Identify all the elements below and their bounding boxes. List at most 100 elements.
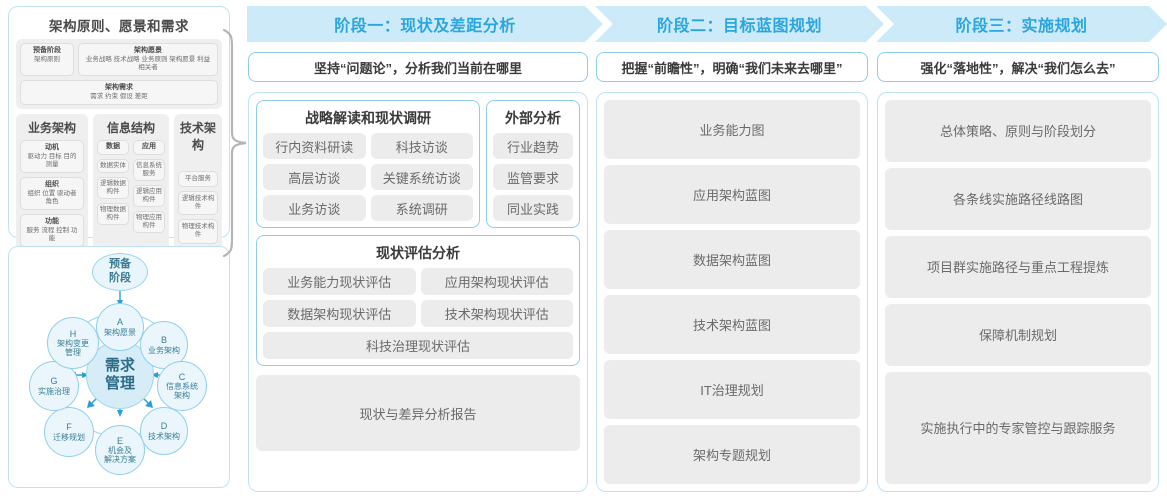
phase3-tile-4[interactable]: 保障机制规划 xyxy=(885,303,1151,366)
phase-subtitle-2: 把握“前瞻性”，明确“我们未来去哪里” xyxy=(596,52,868,82)
phase1-assessment-tile-3[interactable]: 数据架构现状评估 xyxy=(263,300,416,327)
phase1-assessment-title: 现状评估分析 xyxy=(376,245,460,261)
phase3-tile-1[interactable]: 总体策略、原则与阶段划分 xyxy=(885,100,1151,162)
togaf-requirements-section: 预备阶段 架构原则 架构愿景 业务战略 技术战略 业务原则 架构愿景 利益相关者… xyxy=(16,39,222,109)
phase1-assessment-tile-1[interactable]: 业务能力现状评估 xyxy=(263,268,416,295)
phase1-external-tile-1[interactable]: 行业趋势 xyxy=(493,133,573,159)
adm-node-d-label: 技术架构 xyxy=(148,431,180,441)
adm-node-e-letter: E xyxy=(116,435,123,446)
adm-node-g-label: 实施治理 xyxy=(38,386,70,396)
phase-subtitle-1: 坚持“问题论”，分析我们当前在哪里 xyxy=(248,52,588,82)
togaf-physical-tech: 物理技术构件 xyxy=(178,219,218,244)
togaf-vision-title: 架构愿景 xyxy=(134,47,162,54)
phase1-research-tile-5[interactable]: 业务访谈 xyxy=(263,195,366,221)
togaf-vision-items: 业务战略 技术战略 业务原则 架构愿景 利益相关者 xyxy=(85,55,211,71)
phase3-tile-5[interactable]: 实施执行中的专家管控与跟踪服务 xyxy=(885,371,1151,484)
adm-node-f[interactable]: F 迁移规划 xyxy=(44,407,94,457)
phase2-tile-1[interactable]: 业务能力图 xyxy=(604,100,860,159)
togaf-logical-tech: 逻辑技术构件 xyxy=(178,191,218,216)
togaf-business-architecture: 业务架构 动机 驱动力 目标 目的 测量 组织 组织 位置 驱动者 角色 功能 xyxy=(16,113,88,251)
phase1-report-tile[interactable]: 现状与差异分析报告 xyxy=(256,375,580,451)
phase-header-3[interactable]: 阶段三：实施规划 xyxy=(876,6,1167,42)
adm-node-center-line1: 需求 xyxy=(104,357,135,374)
togaf-motivation-cell: 动机 驱动力 目标 目的 测量 xyxy=(20,139,84,173)
togaf-arch-requirements-cell: 架构需求 需求 约束 假设 差距 xyxy=(20,80,218,105)
phase-subtitle-3: 强化“落地性”，解决“我们怎么去” xyxy=(877,52,1159,82)
phase1-research-title: 战略解读和现状调研 xyxy=(305,110,431,126)
togaf-physical-data: 物理数据构件 xyxy=(97,203,129,226)
adm-node-f-label: 迁移规划 xyxy=(53,432,85,442)
togaf-information-structure: 信息结构 数据 数据实体 逻辑数据构件 物理数据构件 应用 xyxy=(93,113,169,251)
phase-2-column: 业务能力图 应用架构蓝图 数据架构蓝图 技术架构蓝图 IT治理规划 架构专题规划 xyxy=(596,92,868,492)
phase1-research-panel: 战略解读和现状调研 行内资料研读 科技访谈 高层访谈 关键系统访谈 业务访谈 系… xyxy=(256,100,480,228)
adm-node-g[interactable]: G 实施治理 xyxy=(29,361,79,411)
phase1-external-tile-2[interactable]: 监管要求 xyxy=(493,164,573,190)
adm-node-g-letter: G xyxy=(50,376,58,387)
togaf-logical-app: 逻辑应用构件 xyxy=(133,184,165,208)
phase1-assessment-wide-tile[interactable]: 科技治理现状评估 xyxy=(263,332,573,359)
togaf-three-columns: 业务架构 动机 驱动力 目标 目的 测量 组织 组织 位置 驱动者 角色 功能 xyxy=(16,113,222,251)
phase-header-1[interactable]: 阶段一：现状及差距分析 xyxy=(247,6,603,42)
phase1-research-tile-4[interactable]: 关键系统访谈 xyxy=(370,164,473,190)
phase1-research-tile-3[interactable]: 高层访谈 xyxy=(263,164,366,190)
togaf-organization-items: 组织 位置 驱动者 角色 xyxy=(27,189,77,205)
togaf-technology-architecture: 技术架构 平台服务 逻辑技术构件 物理技术构件 xyxy=(174,113,222,251)
togaf-platform-service: 平台服务 xyxy=(178,170,218,187)
adm-node-h-label-2: 管理 xyxy=(65,348,81,358)
phase2-tile-3[interactable]: 数据架构蓝图 xyxy=(604,230,860,289)
adm-node-c[interactable]: C 信息系统 架构 xyxy=(157,361,207,411)
adm-node-b-letter: B xyxy=(160,335,167,346)
togaf-logical-data: 逻辑数据构件 xyxy=(97,176,129,199)
togaf-arch-requirements-title: 架构需求 xyxy=(105,84,133,91)
togaf-motivation-title: 动机 xyxy=(45,143,59,151)
togaf-technology-architecture-header: 技术架构 xyxy=(179,120,216,152)
adm-node-c-letter: C xyxy=(178,371,186,382)
adm-node-f-letter: F xyxy=(66,422,72,433)
togaf-data-entity: 数据实体 xyxy=(97,158,129,173)
phase3-tile-3[interactable]: 项目群实施路径与重点工程提炼 xyxy=(885,235,1151,298)
adm-node-h[interactable]: H 架构变更 管理 xyxy=(47,317,99,369)
adm-cycle-diagram: 预备 阶段 需求 管理 A 架构愿景 B 业务架构 C 信息系统 xyxy=(9,247,229,487)
adm-node-e-label-1: 机会及 xyxy=(108,445,132,455)
adm-node-center[interactable]: 需求 管理 xyxy=(86,341,154,409)
phase1-assessment-tile-4[interactable]: 技术架构现状评估 xyxy=(420,300,573,327)
phase1-external-tile-3[interactable]: 同业实践 xyxy=(493,195,573,221)
adm-node-d-letter: D xyxy=(160,421,168,432)
togaf-application-title: 应用 xyxy=(142,142,156,150)
phase3-tile-2[interactable]: 各条线实施路径线路图 xyxy=(885,167,1151,230)
togaf-prelim-cell: 预备阶段 架构原则 xyxy=(20,43,74,76)
adm-node-d[interactable]: D 技术架构 xyxy=(140,407,188,455)
phase1-external-panel: 外部分析 行业趋势 监管要求 同业实践 xyxy=(486,100,580,228)
adm-node-prelim-line2: 阶段 xyxy=(109,272,131,284)
togaf-function-title: 功能 xyxy=(45,217,59,225)
adm-node-h-label-1: 架构变更 xyxy=(57,338,89,348)
phase2-tile-2[interactable]: 应用架构蓝图 xyxy=(604,165,860,224)
adm-node-h-letter: H xyxy=(69,328,77,339)
togaf-prelim-items: 架构原则 xyxy=(34,55,60,63)
adm-node-a[interactable]: A 架构愿景 xyxy=(96,303,144,351)
togaf-application-title-cell: 应用 xyxy=(133,139,165,155)
phase1-research-tile-6[interactable]: 系统调研 xyxy=(370,195,473,221)
adm-node-prelim-line1: 预备 xyxy=(109,258,131,271)
phase1-research-tile-1[interactable]: 行内资料研读 xyxy=(263,133,366,159)
phase-1-column: 战略解读和现状调研 行内资料研读 科技访谈 高层访谈 关键系统访谈 业务访谈 系… xyxy=(248,92,588,492)
adm-node-e[interactable]: E 机会及 解决方案 xyxy=(95,425,145,475)
togaf-title: 架构原则、愿景和需求 xyxy=(49,19,189,34)
phase1-external-title: 外部分析 xyxy=(505,110,561,126)
togaf-information-structure-header: 信息结构 xyxy=(106,120,155,135)
phase1-research-tile-2[interactable]: 科技访谈 xyxy=(370,133,473,159)
togaf-organization-cell: 组织 组织 位置 驱动者 角色 xyxy=(20,176,84,210)
adm-node-b-label: 业务架构 xyxy=(148,345,180,355)
togaf-organization-title: 组织 xyxy=(45,180,59,188)
togaf-vision-cell: 架构愿景 业务战略 技术战略 业务原则 架构愿景 利益相关者 xyxy=(78,43,218,76)
phase2-tile-4[interactable]: 技术架构蓝图 xyxy=(604,295,860,354)
adm-node-prelim[interactable]: 预备 阶段 xyxy=(92,253,148,291)
phase1-assessment-tile-2[interactable]: 应用架构现状评估 xyxy=(420,268,573,295)
togaf-prelim-title: 预备阶段 xyxy=(33,47,61,54)
adm-node-c-label-1: 信息系统 xyxy=(166,381,198,391)
phase2-tile-5[interactable]: IT治理规划 xyxy=(604,360,860,419)
adm-node-e-label-2: 解决方案 xyxy=(104,455,136,465)
phase-header-2[interactable]: 阶段二：目标蓝图规划 xyxy=(595,6,884,42)
phase2-tile-6[interactable]: 架构专题规划 xyxy=(604,425,860,484)
